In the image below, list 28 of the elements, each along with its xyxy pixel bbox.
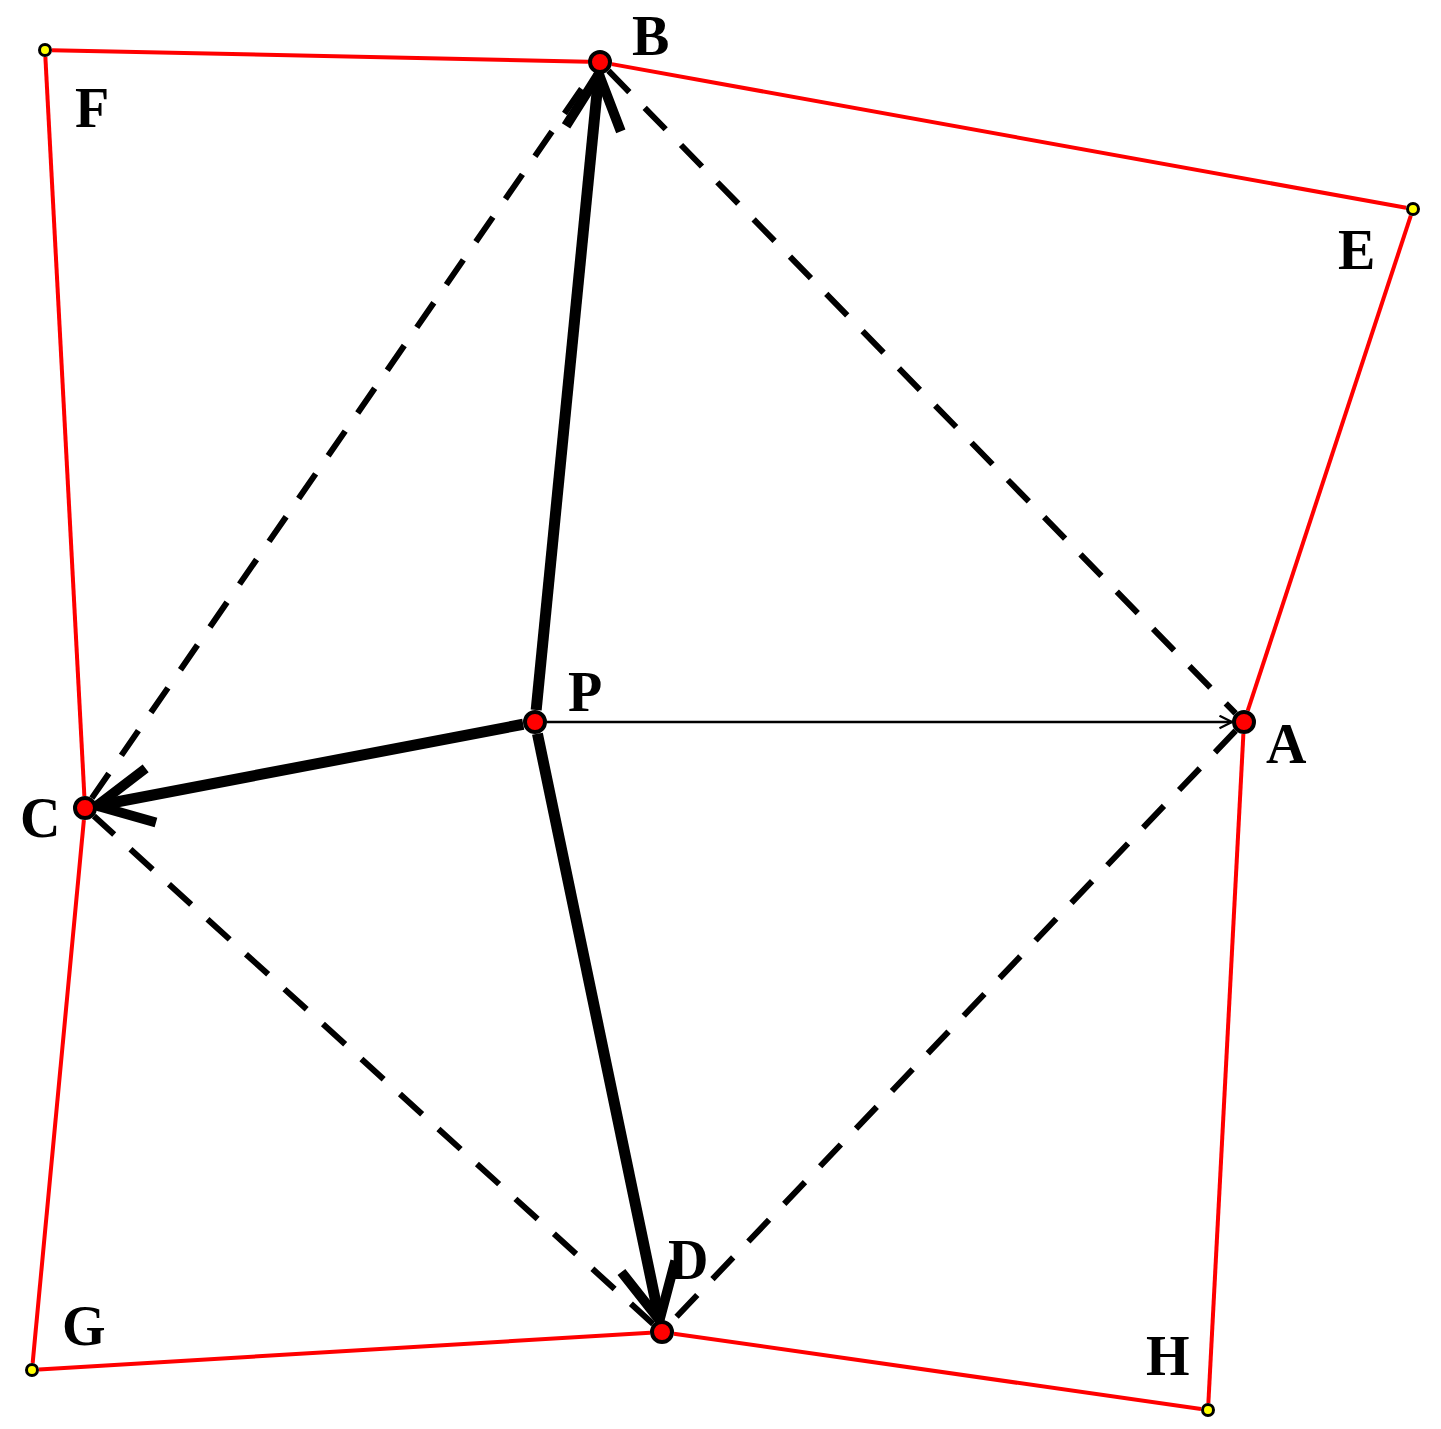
line-segment	[1206, 733, 1246, 1404]
line-segment	[673, 1331, 1202, 1411]
line-segment	[51, 48, 589, 64]
point-marker	[523, 710, 547, 734]
point-label: A	[1266, 716, 1307, 772]
line-segment	[611, 62, 1407, 210]
point-label: F	[75, 80, 110, 136]
point-label: C	[20, 790, 61, 846]
dashed-segment	[606, 68, 1238, 716]
dashed-segment	[91, 813, 656, 1327]
point-marker	[25, 1363, 39, 1377]
point-label: B	[632, 8, 670, 64]
point-label: E	[1338, 222, 1376, 278]
point-marker	[73, 796, 97, 820]
point-marker	[1232, 710, 1256, 734]
point-marker	[1406, 202, 1420, 216]
point-marker	[38, 43, 52, 57]
vector-arrow	[547, 714, 1234, 730]
point-label: P	[568, 664, 603, 720]
point-marker	[588, 50, 612, 74]
line-segment	[38, 1330, 651, 1372]
line-segment	[43, 56, 87, 797]
line-segment	[1245, 215, 1413, 712]
point-marker	[650, 1320, 674, 1344]
point-marker	[1201, 1403, 1215, 1417]
point-label: G	[62, 1298, 106, 1354]
line-segment	[30, 819, 86, 1364]
point-label: H	[1146, 1328, 1190, 1384]
